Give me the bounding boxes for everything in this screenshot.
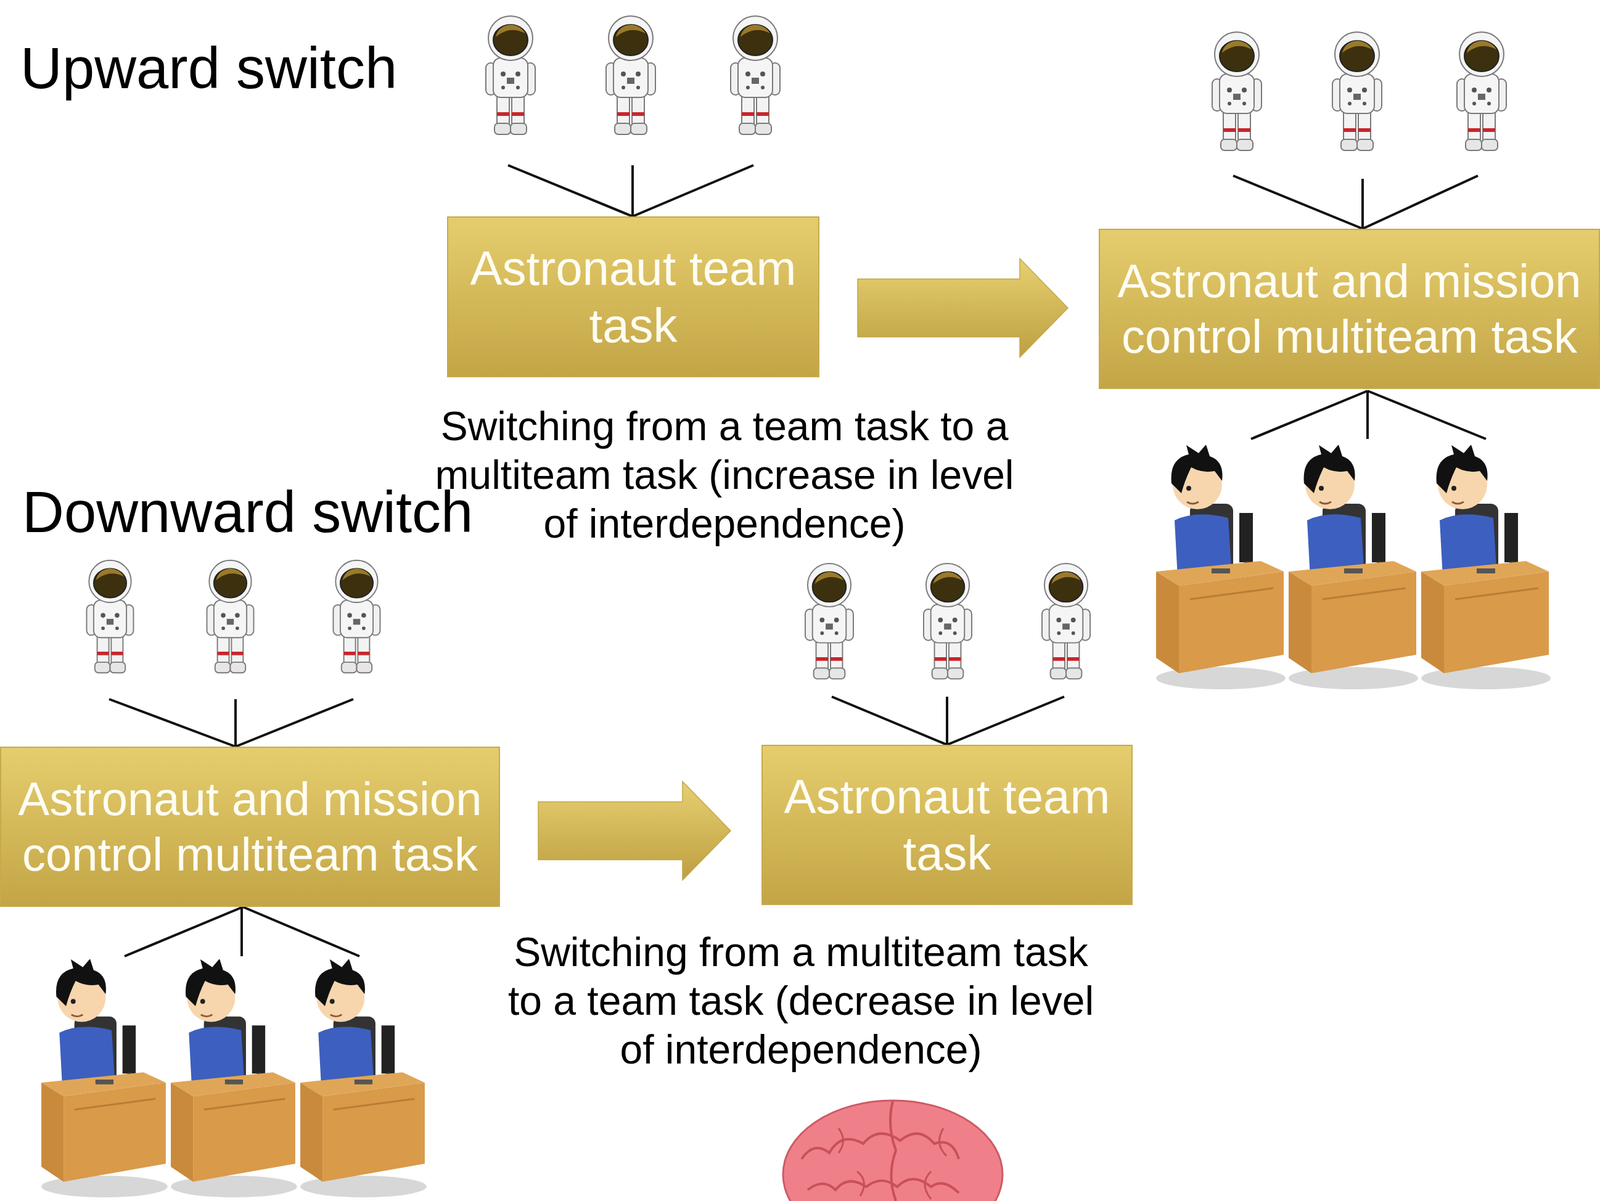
mission-controller-figure [1421, 444, 1551, 690]
mission-controller-figure [300, 958, 427, 1198]
multiteam-task-box: Astronaut and mission control multiteam … [0, 746, 501, 907]
astronaut-figure [485, 16, 536, 135]
astronaut-figure [207, 560, 255, 673]
section-heading: Downward switch [22, 477, 578, 548]
astronaut-figure [1332, 32, 1382, 151]
astronaut-figure [730, 16, 780, 135]
member-lines [1251, 390, 1486, 439]
team-task-box: Astronaut team task [761, 744, 1133, 906]
box-label: Astronaut team task [773, 768, 1121, 882]
member-lines [508, 165, 754, 217]
switch-caption: Switching from a team task to a multitea… [419, 402, 1030, 549]
brain-illustration [838, 1128, 947, 1200]
mission-controller-figure [41, 958, 168, 1198]
brain-illustration [783, 1100, 1003, 1201]
astronaut-figure [805, 563, 854, 679]
astronaut-figure [333, 560, 381, 673]
brain-illustration [783, 1100, 1003, 1201]
astronaut-figure [86, 560, 134, 673]
brain-illustration [801, 1133, 959, 1160]
section-heading: Upward switch [20, 33, 576, 104]
box-label: Astronaut and mission control multiteam … [1111, 253, 1588, 364]
member-lines [831, 696, 1065, 745]
astronaut-figure [1212, 32, 1262, 151]
box-label: Astronaut team task [459, 239, 808, 354]
block-arrow [857, 258, 1068, 358]
mission-controller-figure [1288, 444, 1419, 690]
member-lines [1233, 175, 1478, 229]
astronaut-figure [1042, 563, 1091, 679]
multiteam-task-box: Astronaut and mission control multiteam … [1098, 228, 1600, 390]
astronaut-figure [923, 563, 972, 679]
member-lines [109, 699, 354, 747]
switch-caption: Switching from a multiteam task to a tea… [495, 927, 1107, 1075]
brain-illustration [807, 1179, 959, 1194]
mission-controller-figure [170, 958, 298, 1198]
brain-illustration [890, 1101, 896, 1201]
block-arrow [538, 781, 731, 881]
astronaut-figure [606, 16, 656, 135]
box-label: Astronaut and mission control multiteam … [12, 771, 488, 882]
member-lines [124, 906, 360, 957]
astronaut-figure [1456, 32, 1507, 151]
team-task-box: Astronaut team task [447, 216, 820, 378]
mission-controller-figure [1156, 444, 1286, 690]
